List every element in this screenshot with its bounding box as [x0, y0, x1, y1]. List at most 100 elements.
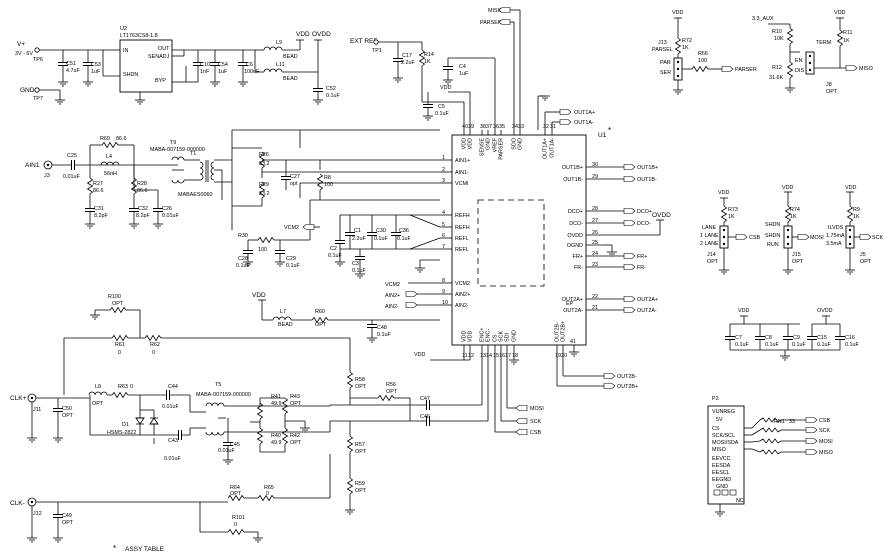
c15-label: C15 [817, 335, 827, 341]
l9-bead [263, 46, 283, 51]
vdd-label-2: VDD [440, 85, 451, 91]
c9-capacitor [782, 336, 794, 340]
vdd-label-r11: VDD [834, 10, 845, 16]
tp6-testpoint [34, 47, 40, 53]
c44-value: 0.01uF [162, 404, 179, 410]
u1-top-nets: MISO PARSER OUT1A+ OUT1A- [480, 7, 595, 130]
u1-pin-bottom-3: ENC- [486, 329, 492, 342]
r64-value: OPT [230, 491, 242, 497]
u2-pin-senadj: SENADJ [148, 54, 170, 60]
u1-pin-bottom-8: OUT2B- [555, 322, 561, 342]
t1-secondary [210, 161, 215, 181]
u1-pin-top-num-4: 36 [493, 124, 499, 130]
t1-part: MABAES0060 [178, 192, 212, 198]
ext-ref-section: EXT REF TP1 C17 2.2uF R14 1K C4 1uF VDD … [350, 38, 496, 130]
c30-label: C30 [376, 228, 386, 234]
r73-value: 1K [728, 214, 735, 220]
c50-label: C50 [62, 406, 72, 412]
r29-value: 33.2 [259, 191, 270, 197]
r101-label: R101 [232, 515, 245, 521]
r62-value: 0 [152, 350, 155, 356]
rn1-signal-0: CSB [819, 418, 830, 424]
r43-value: OPT [290, 401, 302, 407]
footnote-text: ASSY TABLE [125, 546, 165, 553]
miso-net-label: MISO [488, 8, 502, 14]
c44-label: C44 [168, 384, 178, 390]
out1b-p-label: OUT1B+ [637, 165, 658, 171]
r29-label: R29 [259, 182, 269, 188]
l11-value: BEAD [283, 76, 298, 82]
l7-label: L7 [280, 309, 286, 315]
u1-pin-right-7: FR- [574, 265, 583, 271]
rn1-signal-1: SCK [819, 428, 830, 434]
c15-capacitor [806, 336, 818, 340]
p2-pin-4: EEVCC [712, 456, 731, 462]
r40-resistor [257, 427, 263, 445]
u1-pin-top-0: VDD [462, 138, 468, 149]
r66-label: R66 [698, 51, 708, 57]
miso-jumper-net: MISO [859, 66, 873, 72]
j3-label: J3 [44, 173, 50, 179]
p2-label: P2 [712, 396, 719, 402]
u1-pin-bottom-6: SDI [505, 333, 511, 342]
r28-label: R28 [137, 181, 147, 187]
u2-pin-out: OUT [158, 46, 170, 52]
t5-winding-2 [205, 431, 225, 436]
c53-value: 1uF [91, 69, 101, 75]
c36-label: C36 [399, 228, 409, 234]
c50-value: OPT [62, 413, 74, 419]
r42-label: R42 [290, 433, 300, 439]
r28-value: 86.6 [137, 188, 148, 194]
c8-capacitor [754, 336, 766, 340]
r12-label: R12 [772, 65, 782, 71]
u1-pin-bottom-9: OUT2B+ [561, 321, 567, 342]
c27-label: C27 [290, 174, 300, 180]
c29-value: 0.1uF [286, 263, 300, 269]
r100-resistor [109, 307, 127, 313]
rn1-value: 33 [789, 419, 795, 425]
c53-label: C53 [91, 62, 101, 68]
r57-resistor [347, 435, 353, 453]
ovdd-label: OVDD [312, 31, 331, 38]
dco-p-label: DCO+ [637, 209, 652, 215]
out1a-m-label: OUT1A- [574, 120, 594, 126]
c4-value: 1uF [459, 71, 469, 77]
j14-label: J14 [707, 252, 716, 258]
r69-resistor [101, 142, 119, 148]
j3-connector [43, 160, 53, 170]
c52-value: 0.1uF [326, 93, 340, 99]
t5-label: T5 [215, 382, 221, 388]
c7-label: C7 [735, 335, 742, 341]
shdn2-label: SHDN [765, 233, 780, 239]
r101-resistor [227, 529, 245, 535]
vunreg-label: VUNREG [712, 409, 735, 415]
r66-resistor [691, 66, 709, 72]
p2-pin-0: CS [712, 426, 720, 432]
j15-label: J15 [792, 252, 801, 258]
r56-value: OPT [386, 389, 398, 395]
parser-arrow [498, 19, 511, 25]
r74-value: 1K [790, 214, 797, 220]
c25-capacitor [71, 159, 75, 171]
r9-value: 1K [853, 214, 860, 220]
tp7-testpoint [34, 87, 40, 93]
u1-pin-left-num-5: 6 [442, 233, 445, 239]
p2-gnd-label: GND [716, 484, 728, 490]
u1-pin-top-7: GND [518, 138, 524, 150]
c49-value: OPT [62, 520, 74, 526]
csb-net-label: CSB [530, 430, 541, 436]
t9-winding-1 [171, 156, 185, 161]
c43-value: 0.01uF [164, 456, 181, 462]
c46-label: C46 [420, 414, 430, 420]
c16-capacitor [834, 336, 846, 340]
u1-pin-41-num: 41 [570, 339, 576, 345]
c29-capacitor [274, 250, 286, 254]
u1-pin-right-2: DCO+ [568, 209, 583, 215]
c2-label: C2 [330, 246, 337, 252]
r69-label: R69 [100, 136, 110, 142]
r61-resistor [111, 335, 129, 341]
tp1-testpoint [373, 39, 379, 45]
ovdd-label-dec: OVDD [817, 308, 833, 314]
run-label: RUN [767, 242, 779, 248]
